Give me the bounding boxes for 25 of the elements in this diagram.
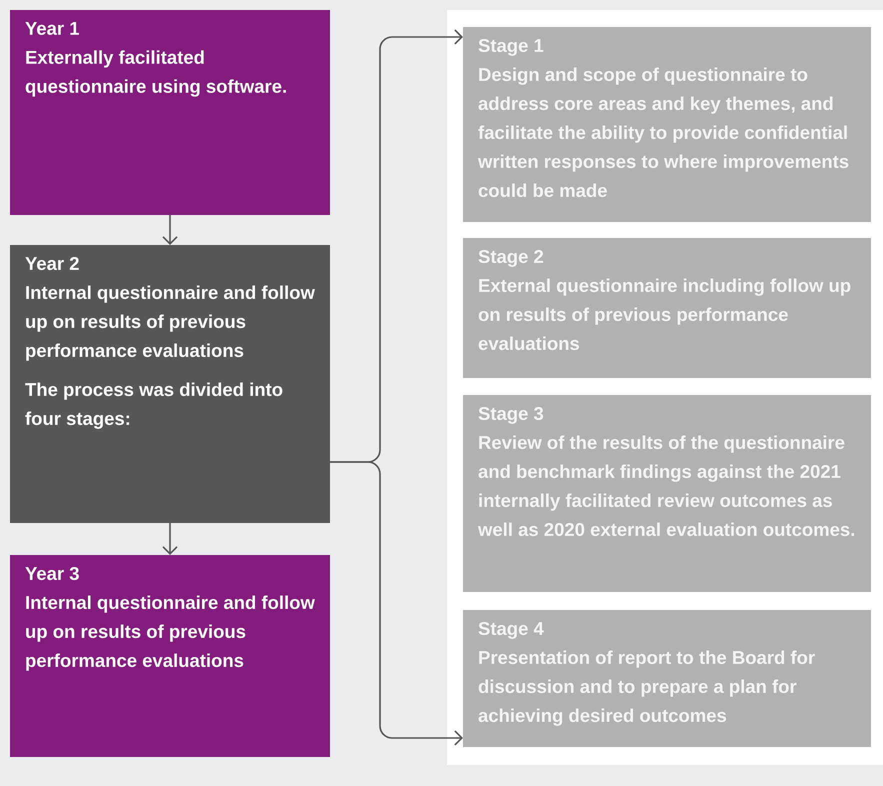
process-box: [10, 555, 330, 757]
bracket-arrow: [330, 461, 463, 746]
arrow: [162, 523, 178, 555]
box-title: Stage 2: [478, 250, 544, 267]
box-text: Internal questionnaire and follow up on results of previous performance evaluations: [26, 596, 315, 671]
process-box: [463, 27, 871, 222]
box-text: Design and scope of questionnaire to address core areas and key themes, and facilitate the ability to provide confidential written responses to where improvements could be made: [478, 68, 848, 198]
process-box: [463, 610, 871, 747]
box-text: Review of the results of the questionnaire and benchmark findings against the 2021 internally facilitated review outcomes as well as 2020 external evaluation outcomes.: [478, 436, 854, 536]
box-text: The process was divided into four stages:: [25, 382, 282, 429]
box-title: Stage 3: [478, 407, 544, 424]
box-text: Internal questionnaire and follow up on results of previous performance evaluations: [26, 286, 315, 361]
box-text: Externally facilitated questionnaire using software.: [26, 50, 286, 97]
process-box: [10, 10, 330, 215]
box-title: Stage 4: [478, 622, 544, 639]
box-title: Year 3: [25, 567, 79, 580]
box-title: Year 2: [25, 257, 79, 270]
box-text: Presentation of report to the Board for discussion and to prepare a plan for achieving desired outcomes: [478, 650, 815, 726]
process-box: [463, 395, 871, 592]
process-box: [463, 238, 871, 378]
process-box: [10, 245, 330, 523]
box-title: Year 1: [25, 22, 79, 35]
box-text: External questionnaire including follow up on results of previous performance evaluations: [478, 278, 850, 350]
arrow: [162, 215, 178, 245]
box-title: Stage 1: [478, 39, 544, 56]
